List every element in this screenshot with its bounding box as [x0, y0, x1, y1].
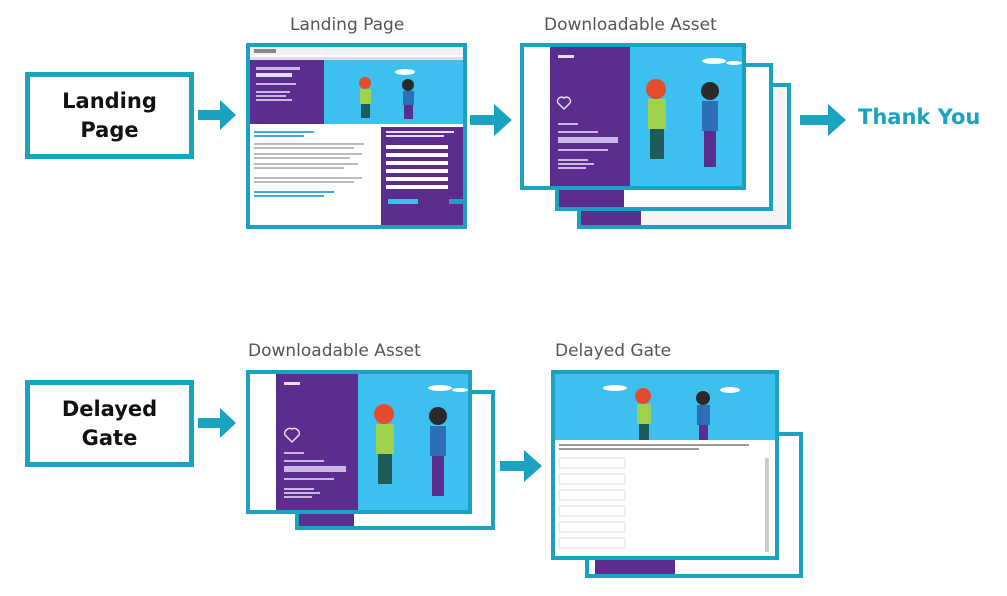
delayed-gate-caption: Delayed Gate [555, 341, 672, 361]
landing-page-label: Landing Page [25, 72, 194, 159]
thank-you-label: Thank You [858, 105, 981, 129]
downloadable-asset-caption: Downloadable Asset [248, 341, 421, 361]
landing-page-thumbnail [246, 43, 467, 229]
delayed-gate-label: Delayed Gate [25, 380, 194, 467]
downloadable-asset-caption: Downloadable Asset [544, 15, 717, 35]
arrow-right-icon [500, 450, 542, 482]
downloadable-asset-thumbnail [520, 43, 746, 190]
arrow-right-icon [198, 408, 236, 438]
delayed-gate-thumbnail [551, 370, 779, 560]
arrow-right-icon [470, 104, 512, 136]
landing-page-caption: Landing Page [290, 15, 405, 35]
arrow-right-icon [198, 100, 236, 130]
downloadable-asset-thumbnail [246, 370, 472, 514]
arrow-right-icon [800, 104, 846, 136]
